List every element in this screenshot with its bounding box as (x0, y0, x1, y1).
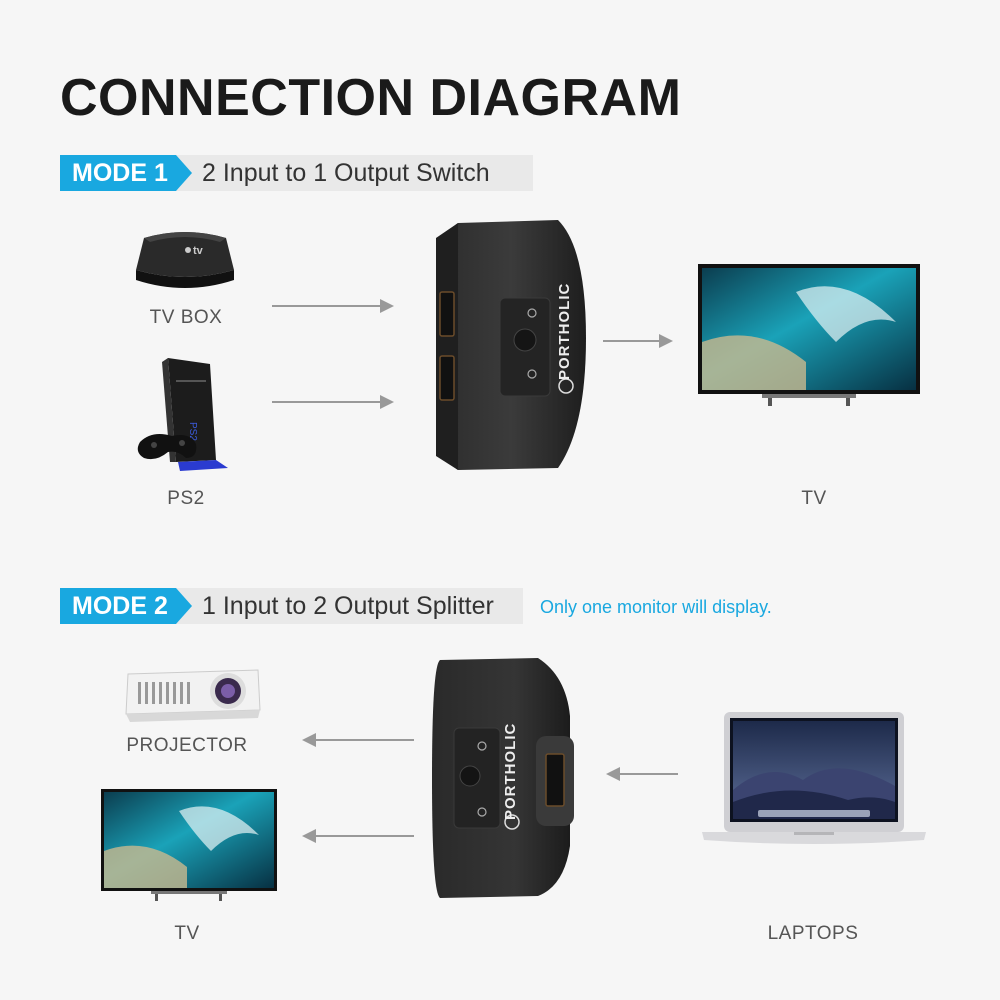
mode1-tag: MODE 1 (60, 155, 192, 191)
mode1-description: 2 Input to 1 Output Switch (202, 159, 490, 187)
hdmi-splitter-device (428, 656, 578, 905)
arrow-head-icon (380, 299, 394, 313)
ps2-to-switch-arrow (272, 401, 380, 403)
laptop-image (698, 710, 930, 853)
mode2-note: Only one monitor will display. (540, 597, 772, 617)
page-title: CONNECTION DIAGRAM (60, 69, 682, 127)
arrow-head-icon (302, 733, 316, 747)
ps2-label: PS2 (167, 488, 205, 509)
projector-image (120, 662, 265, 729)
mode2-description: 1 Input to 2 Output Splitter (202, 592, 494, 620)
splitter-to-tv-arrow (316, 835, 414, 837)
hdmi-switch-device (428, 218, 593, 479)
projector-label: PROJECTOR (126, 735, 248, 756)
tvbox-to-switch-arrow (272, 305, 380, 307)
tv-box-image: tv (130, 228, 240, 308)
laptops-label: LAPTOPS (767, 923, 859, 944)
svg-text:PS2: PS2 (187, 422, 198, 441)
arrow-head-icon (606, 767, 620, 781)
arrow-head-icon (302, 829, 316, 843)
tv-output-label: TV (174, 923, 200, 944)
tv-image (696, 262, 922, 415)
arrow-head-icon (380, 395, 394, 409)
device-brand-label: PORTHOLIC (556, 282, 573, 380)
mode2-tag: MODE 2 (60, 588, 192, 624)
switch-to-tv-arrow (603, 340, 659, 342)
tv-box-label: TV BOX (149, 307, 223, 328)
tv-output-label: TV (801, 488, 827, 509)
arrow-head-icon (659, 334, 673, 348)
ps2-image: PS2 (132, 350, 242, 480)
svg-text:tv: tv (193, 245, 204, 257)
laptop-to-splitter-arrow (620, 773, 678, 775)
tv-image (99, 787, 279, 910)
splitter-to-projector-arrow (316, 739, 414, 741)
device-brand-label: PORTHOLIC (502, 722, 519, 820)
